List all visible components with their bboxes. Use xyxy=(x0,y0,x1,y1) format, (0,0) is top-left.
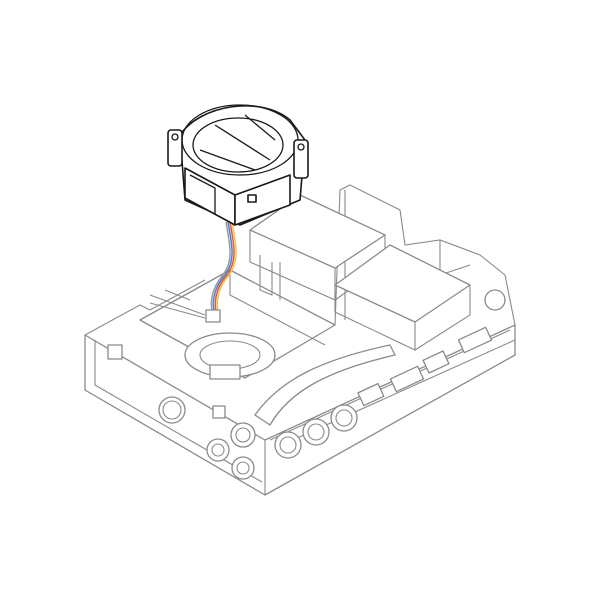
terminal-block xyxy=(457,326,493,354)
vent-slot xyxy=(107,344,123,360)
fan-wire-harness xyxy=(149,221,237,323)
mount-hole xyxy=(484,289,506,311)
vent-slot xyxy=(212,405,226,419)
terminal-block xyxy=(422,350,450,374)
wire xyxy=(214,221,235,316)
connector-block xyxy=(209,364,241,380)
blower-fan xyxy=(167,104,309,226)
wire-connector xyxy=(205,309,221,323)
ramp-rail xyxy=(254,344,396,426)
wire xyxy=(210,221,231,316)
mount-tab-left xyxy=(167,129,183,167)
terminal-block xyxy=(389,365,425,393)
wire xyxy=(216,221,237,316)
housing-front-faces xyxy=(84,324,516,496)
mount-tab-right xyxy=(293,139,309,179)
wire xyxy=(212,221,233,316)
fan-label-mark xyxy=(247,194,257,203)
cable-glands xyxy=(206,404,358,480)
rear-frame xyxy=(334,184,516,326)
base-housing xyxy=(84,184,516,496)
module-top-right xyxy=(334,244,471,323)
terminal-block xyxy=(357,382,385,407)
loose-cable xyxy=(149,289,206,319)
